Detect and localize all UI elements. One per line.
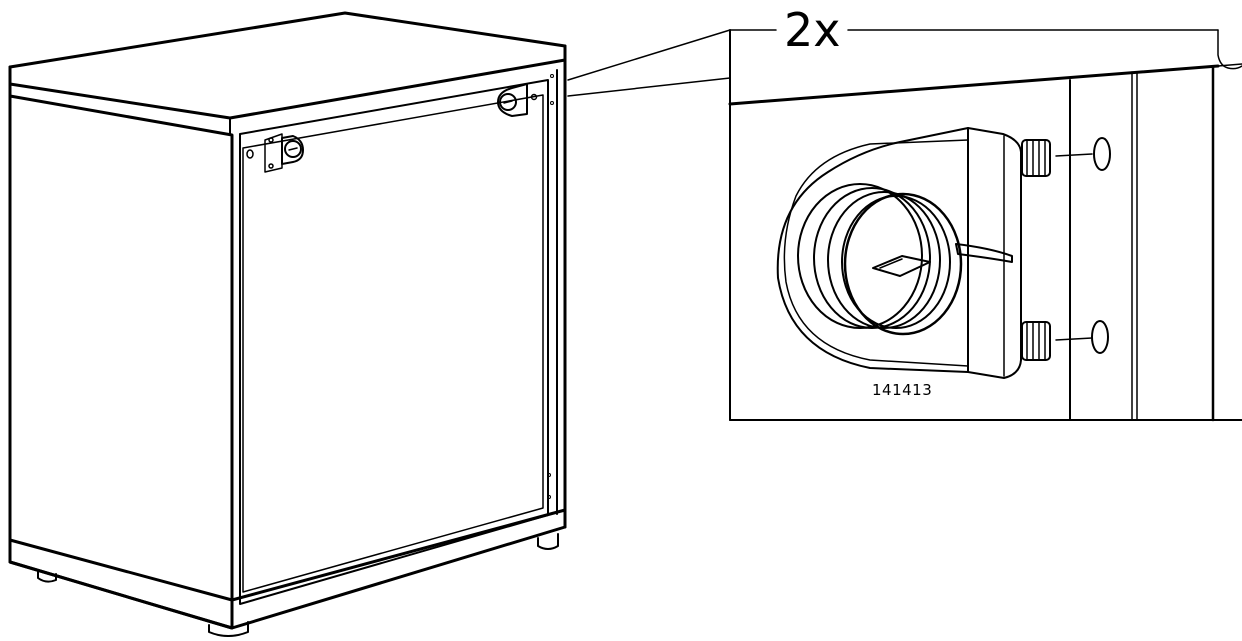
cabinet-illustration: [8, 11, 567, 637]
door-hinge-mount: [497, 83, 538, 117]
door-hinge-mount: [246, 133, 304, 173]
part-number-label: 141413: [872, 381, 933, 399]
detail-callout: [567, 29, 1242, 421]
quantity-label: 2x: [778, 2, 847, 58]
hinge-plate-closeup: [728, 63, 1242, 422]
